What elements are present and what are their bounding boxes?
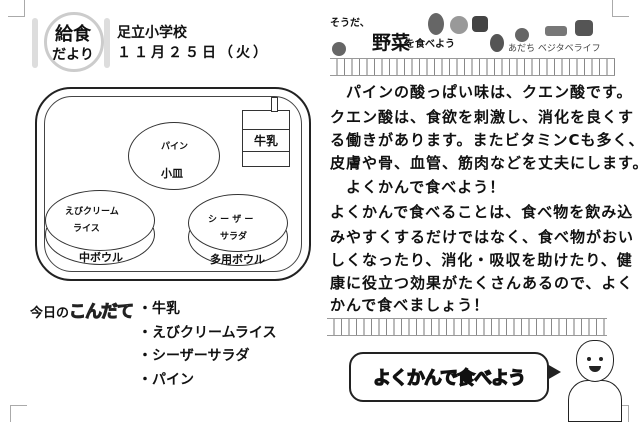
article-line: みやすくするだけではなく、食べ物がおい xyxy=(330,228,635,246)
vegetable-banner: そうだ、 野菜 を食べよう あだち ベジタベライフ xyxy=(330,8,615,76)
milk-carton: 牛乳 xyxy=(242,97,290,167)
page-corner-mark xyxy=(8,0,25,17)
plate-icon xyxy=(44,12,104,72)
menu-heading-main: こんだて xyxy=(69,302,135,323)
article-line: る働きがあります。またビタミンCも多く、 xyxy=(330,131,640,149)
small-plate: パイン 小皿 xyxy=(128,122,220,190)
article-line: クエン酸は、食欲を刺激し、消化を良くす xyxy=(330,108,635,126)
speech-bubble: よくかんで食べよう xyxy=(349,352,561,402)
small-plate-label: 小皿 xyxy=(161,167,183,180)
menu-item: パイン xyxy=(138,369,276,393)
pepper-icon xyxy=(472,16,488,32)
multi-purpose-bowl: シ ー ザ ー サラダ 多用ボウル xyxy=(188,194,288,266)
menu-item: 牛乳 xyxy=(138,298,276,322)
page-corner-mark xyxy=(10,405,27,422)
tomato-icon xyxy=(332,42,346,56)
article-line: よくかんで食べることは、食べ物を飲み込 xyxy=(330,203,634,221)
small-plate-food: パイン xyxy=(161,142,189,152)
menu-list: 牛乳 えびクリームライス シーザーサラダ パイン xyxy=(138,298,276,392)
knife-icon xyxy=(104,18,110,68)
medium-bowl-food: えびクリーム xyxy=(65,207,119,217)
onion-icon xyxy=(450,16,468,34)
issue-date: １１月２５日（火） xyxy=(117,45,270,61)
logo-title: 給食 xyxy=(55,24,91,45)
article-line: 康に役立つ効果がたくさんあるので、よく xyxy=(330,274,634,292)
okra-icon xyxy=(545,26,567,36)
vegetable-character-strip xyxy=(330,58,615,76)
article-subheading: よくかんで食べよう！ xyxy=(330,178,506,196)
medium-bowl-food-2: ライス xyxy=(73,224,100,234)
todays-menu-heading: 今日のこんだて xyxy=(30,297,135,323)
eggplant-icon xyxy=(428,13,444,35)
banner-prefix: そうだ、 xyxy=(330,18,370,29)
straw-icon xyxy=(271,97,278,112)
callout-text: よくかんで食べよう xyxy=(372,367,526,389)
school-name: 足立小学校 xyxy=(117,25,187,41)
article-line: 皮膚や骨、血管、筋肉などを丈夫にします。 xyxy=(330,154,640,172)
banner-title-big: 野菜 xyxy=(372,32,411,54)
article-line: パインの酸っぱい味は、クエン酸です。 xyxy=(330,83,633,101)
menu-item: えびクリームライス xyxy=(138,322,276,346)
fork-icon xyxy=(32,18,38,68)
spinach-icon xyxy=(490,34,504,52)
banner-title-rest: を食べよう xyxy=(405,39,455,50)
menu-heading-prefix: 今日の xyxy=(30,306,70,321)
article-line: かんで食べましょう！ xyxy=(330,296,490,314)
radish-icon xyxy=(515,28,529,42)
medium-bowl: えびクリーム ライス 中ボウル xyxy=(45,190,155,265)
multi-bowl-food: シ ー ザ ー xyxy=(208,215,254,225)
menu-item: シーザーサラダ xyxy=(138,345,276,369)
bell-pepper-icon xyxy=(575,20,593,36)
banner-brand: あだち ベジタベライフ xyxy=(508,44,601,54)
nutritionist-illustration xyxy=(568,340,622,422)
page-corner-mark xyxy=(612,0,629,17)
utensil-character-strip xyxy=(327,318,607,336)
milk-label: 牛乳 xyxy=(243,129,289,152)
logo-subtitle: だより xyxy=(52,47,94,63)
multi-bowl-label: 多用ボウル xyxy=(210,253,265,266)
article-line: しくなったり、消化・吸収を助けたり、健 xyxy=(330,251,633,269)
newsletter-logo: 給食 だより xyxy=(32,10,110,72)
lunch-tray-diagram xyxy=(35,87,311,281)
medium-bowl-label: 中ボウル xyxy=(79,251,123,264)
multi-bowl-food-2: サラダ xyxy=(220,232,248,242)
